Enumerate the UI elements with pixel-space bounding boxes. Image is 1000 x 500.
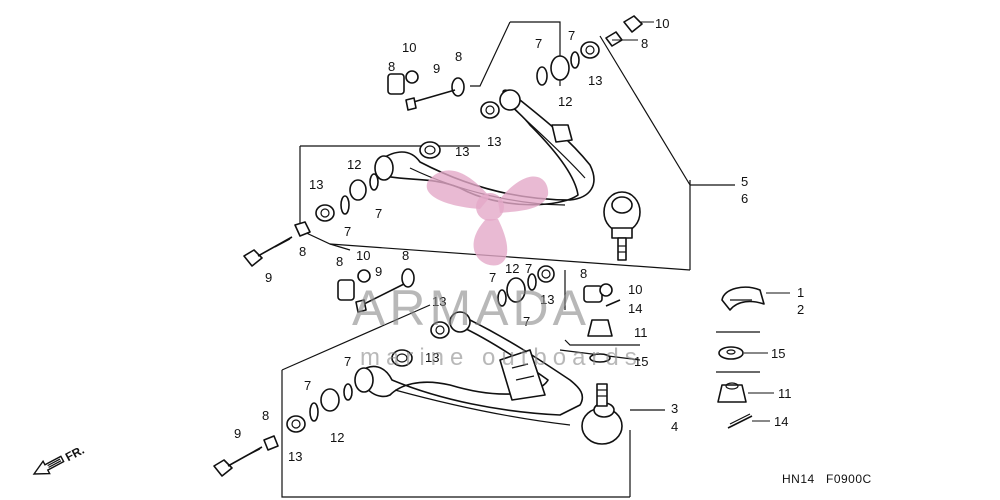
callout-8-lower-left-a: 8 bbox=[336, 254, 343, 269]
diagram-code-right: F0900C bbox=[826, 472, 872, 486]
callout-11-right: 11 bbox=[778, 386, 792, 401]
callout-13-top: 13 bbox=[588, 73, 602, 88]
lower-ball-joint bbox=[581, 383, 623, 445]
upper-front-pivot bbox=[387, 70, 465, 159]
callout-13-lower-b: 13 bbox=[425, 350, 439, 365]
diagram-code-left: HN14 bbox=[782, 472, 815, 486]
callout-12-lower-b: 12 bbox=[330, 430, 344, 445]
lower-rear-bushings bbox=[213, 383, 353, 477]
callout-13-upper-left: 13 bbox=[309, 177, 323, 192]
lower-middle-pivot bbox=[430, 265, 555, 339]
callout-7-lower-b: 7 bbox=[525, 261, 532, 276]
callout-8-upper-left-b: 8 bbox=[455, 49, 462, 64]
callout-13-mid: 13 bbox=[487, 134, 501, 149]
callout-10-top: 10 bbox=[655, 16, 669, 31]
callout-10-lower-left: 10 bbox=[356, 248, 370, 263]
upper-rear-bushings bbox=[243, 173, 379, 267]
callout-7-lower-a: 7 bbox=[489, 270, 496, 285]
leader-lines bbox=[612, 21, 790, 422]
callout-13-lower-a: 13 bbox=[432, 294, 446, 309]
callout-12-upper: 12 bbox=[347, 157, 361, 172]
callout-13-upper: 13 bbox=[455, 144, 469, 159]
callout-6: 6 bbox=[741, 191, 748, 206]
watermark-brand: ARMADA bbox=[352, 280, 590, 336]
upper-top-pivot bbox=[480, 15, 643, 119]
arrow-icon bbox=[32, 455, 65, 475]
callout-7-upper-b: 7 bbox=[344, 224, 351, 239]
direction-label: FR. bbox=[63, 443, 87, 464]
callout-2: 2 bbox=[797, 302, 804, 317]
propeller-logo bbox=[426, 170, 549, 266]
callout-9-lower: 9 bbox=[234, 426, 241, 441]
callout-13-lower-c: 13 bbox=[540, 292, 554, 307]
callout-13-lower-d: 13 bbox=[288, 449, 302, 464]
callout-8-upper: 8 bbox=[299, 244, 306, 259]
callout-7-lower-e: 7 bbox=[304, 378, 311, 393]
callout-7-lower-d: 7 bbox=[344, 354, 351, 369]
castle-nut bbox=[717, 382, 747, 403]
washer bbox=[718, 346, 744, 360]
cotter-pin bbox=[727, 413, 753, 429]
knuckle-cap bbox=[721, 286, 765, 311]
front-direction-arrow: FR. bbox=[32, 443, 87, 475]
callout-3: 3 bbox=[671, 401, 678, 416]
callout-9-upper-left: 9 bbox=[433, 61, 440, 76]
lower-arm-assembly bbox=[213, 265, 623, 477]
callout-14-lower: 14 bbox=[628, 301, 642, 316]
callout-7-top-b: 7 bbox=[535, 36, 542, 51]
upper-ball-joint bbox=[603, 191, 641, 261]
callout-7-lower-c: 7 bbox=[523, 314, 530, 329]
callout-8-lower-left-b: 8 bbox=[402, 248, 409, 263]
watermark: ARMADA marine outboards bbox=[352, 170, 643, 371]
watermark-tagline: marine outboards bbox=[360, 344, 643, 371]
callout-5: 5 bbox=[741, 174, 748, 189]
callout-14-right: 14 bbox=[774, 414, 788, 429]
callout-1: 1 bbox=[797, 285, 804, 300]
callout-10-upper-left: 10 bbox=[402, 40, 416, 55]
callout-8-top: 8 bbox=[641, 36, 648, 51]
callout-9-upper: 9 bbox=[265, 270, 272, 285]
callouts: 1 2 3 4 5 6 15 11 14 10 8 7 7 13 12 13 1… bbox=[234, 16, 804, 464]
callout-8-lower: 8 bbox=[262, 408, 269, 423]
callout-9-lower-left: 9 bbox=[375, 264, 382, 279]
lower-right-hardware bbox=[583, 283, 621, 363]
callout-7-top-a: 7 bbox=[568, 28, 575, 43]
lower-front-pivot bbox=[337, 268, 415, 367]
callout-4: 4 bbox=[671, 419, 678, 434]
callout-7-upper-a: 7 bbox=[375, 206, 382, 221]
callout-15-right: 15 bbox=[771, 346, 785, 361]
callout-10-lower-right: 10 bbox=[628, 282, 642, 297]
callout-15-lower: 15 bbox=[634, 354, 648, 369]
callout-12-lower: 12 bbox=[505, 261, 519, 276]
callout-11-lower: 11 bbox=[634, 325, 648, 340]
callout-12-top: 12 bbox=[558, 94, 572, 109]
upper-arm-assembly bbox=[243, 15, 643, 267]
callout-8-upper-left-a: 8 bbox=[388, 59, 395, 74]
callout-8-lower-right: 8 bbox=[580, 266, 587, 281]
